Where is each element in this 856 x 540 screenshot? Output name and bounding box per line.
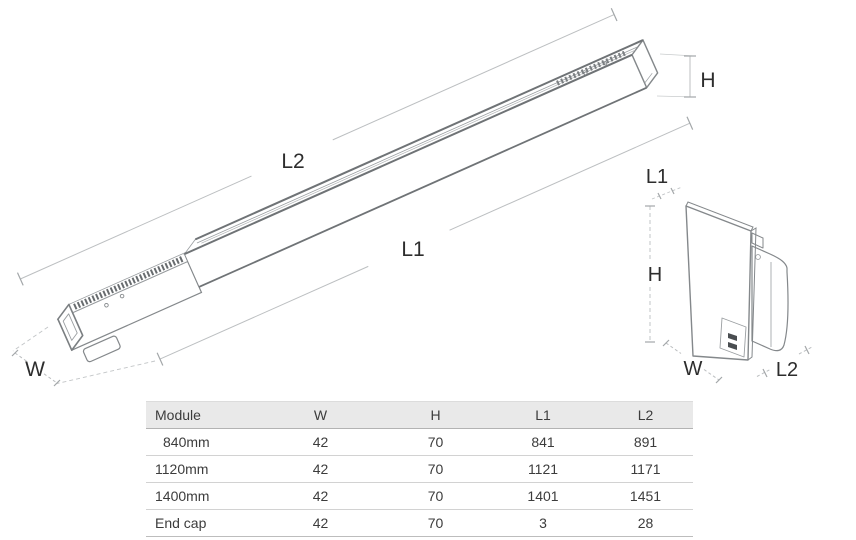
end-cap-plate <box>685 201 757 361</box>
dimension-l2-endcap <box>756 345 813 378</box>
module-cell: End cap <box>146 509 258 537</box>
track-coupler-detail <box>556 50 626 86</box>
value-cell: 1451 <box>598 482 693 510</box>
profile-front-face <box>184 54 647 287</box>
track-connector <box>56 245 203 352</box>
technical-drawing: L2 L1 H W <box>11 7 813 387</box>
module-cell: 1120mm <box>146 455 258 483</box>
dim-label-h-endcap: H <box>648 264 662 286</box>
column-header-w: W <box>258 401 383 429</box>
value-cell: 42 <box>258 455 383 483</box>
dim-label-h-main: H <box>700 69 715 92</box>
value-cell: 1401 <box>488 482 598 510</box>
dimension-w-endcap <box>662 339 723 384</box>
module-cell: 1400mm <box>146 482 258 510</box>
dim-label-l2-endcap: L2 <box>776 359 798 381</box>
dimension-line-l2 <box>16 7 618 286</box>
dim-label-w-endcap: W <box>684 358 703 380</box>
profile-rotated-group <box>16 7 694 366</box>
dimension-h-endcap <box>645 205 655 343</box>
dim-label-l1-main: L1 <box>401 238 424 261</box>
profile-end-face <box>631 39 659 89</box>
column-header-l2: L2 <box>598 401 693 429</box>
value-cell: 42 <box>258 482 383 510</box>
column-header-module: Module <box>146 401 258 429</box>
value-cell: 70 <box>383 509 488 537</box>
column-header-l1: L1 <box>488 401 598 429</box>
dim-label-l1-endcap: L1 <box>646 166 668 188</box>
connector-end-ring <box>57 303 84 352</box>
dimension-line-l1 <box>156 116 694 366</box>
value-cell: 28 <box>598 509 693 537</box>
dim-label-w-main: W <box>25 358 45 381</box>
column-header-h: H <box>383 401 488 429</box>
dimension-h-main <box>656 53 696 98</box>
end-cap-body <box>751 245 789 352</box>
profile-top-face <box>183 39 645 256</box>
value-cell: 1171 <box>598 455 693 483</box>
dim-label-l2-main: L2 <box>281 150 304 173</box>
value-cell: 42 <box>258 509 383 537</box>
module-cell: 840mm <box>146 428 258 456</box>
value-cell: 42 <box>258 428 383 456</box>
value-cell: 3 <box>488 509 598 537</box>
value-cell: 70 <box>383 482 488 510</box>
value-cell: 841 <box>488 428 598 456</box>
value-cell: 891 <box>598 428 693 456</box>
value-cell: 1121 <box>488 455 598 483</box>
profile-body <box>183 39 659 288</box>
dimension-l1-endcap <box>651 186 683 200</box>
main-profile-view: L2 L1 H W <box>11 7 716 387</box>
end-cap-view: L1 H W L2 <box>645 166 813 384</box>
value-cell: 70 <box>383 428 488 456</box>
dimension-w-main <box>11 326 156 387</box>
connector-prong <box>82 335 121 363</box>
end-cap-tab <box>751 232 764 249</box>
label-sticker <box>719 317 747 358</box>
value-cell: 70 <box>383 455 488 483</box>
